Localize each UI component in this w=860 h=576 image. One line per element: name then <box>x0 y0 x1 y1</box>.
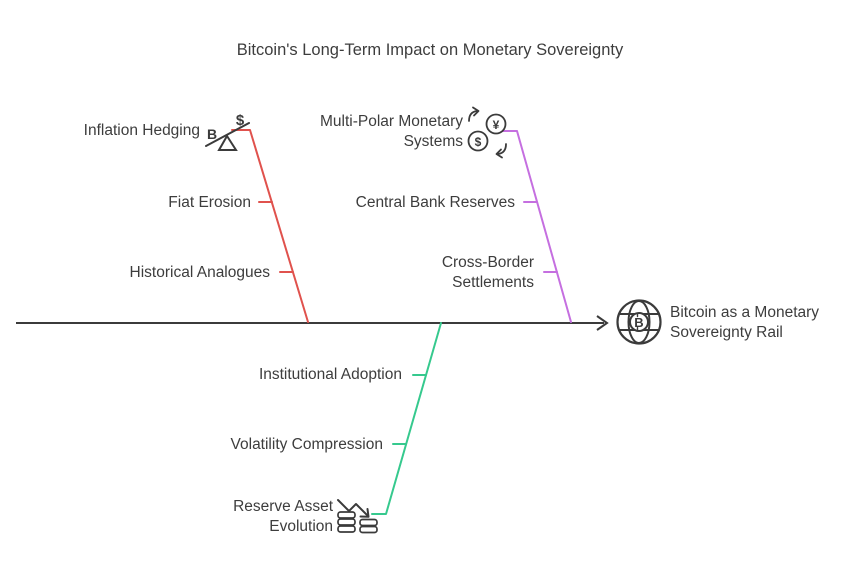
cause-volatility-compression: Volatility Compression <box>230 436 383 453</box>
branch-head-multi-polar-monetary-systems: Multi-Polar Monetary Systems <box>320 113 463 150</box>
bitcoin-globe-icon: B <box>616 299 662 345</box>
currency-exchange-icon: ¥ $ <box>467 106 507 159</box>
branch-head-reserve-asset-evolution: Reserve Asset Evolution <box>233 498 333 535</box>
cause-central-bank-reserves: Central Bank Reserves <box>355 194 515 211</box>
svg-text:¥: ¥ <box>493 118 500 132</box>
cause-institutional-adoption: Institutional Adoption <box>258 366 402 383</box>
cause-historical-analogues: Historical Analogues <box>129 264 270 281</box>
branch-line-inflation-hedging <box>231 129 309 323</box>
svg-text:$: $ <box>475 135 482 149</box>
effect-label: Bitcoin as a Monetary Sovereignty Rail <box>670 304 820 341</box>
declining-coins-icon <box>337 499 378 534</box>
spine-arrowhead-icon <box>596 315 609 331</box>
cause-cross-border-settlements: Cross-Border Settlements <box>441 254 534 291</box>
cause-fiat-erosion: Fiat Erosion <box>168 194 251 211</box>
svg-text:B: B <box>634 315 643 330</box>
branch-head-inflation-hedging: Inflation Hedging <box>83 122 200 139</box>
diagram-title: Bitcoin's Long-Term Impact on Monetary S… <box>236 41 624 59</box>
branch-line-reserve-asset <box>371 322 442 515</box>
branch-line-multi-polar <box>499 130 572 323</box>
svg-text:B: B <box>207 126 217 142</box>
bitcoin-dollar-seesaw-icon: B $ <box>205 112 250 151</box>
svg-text:$: $ <box>236 112 245 129</box>
